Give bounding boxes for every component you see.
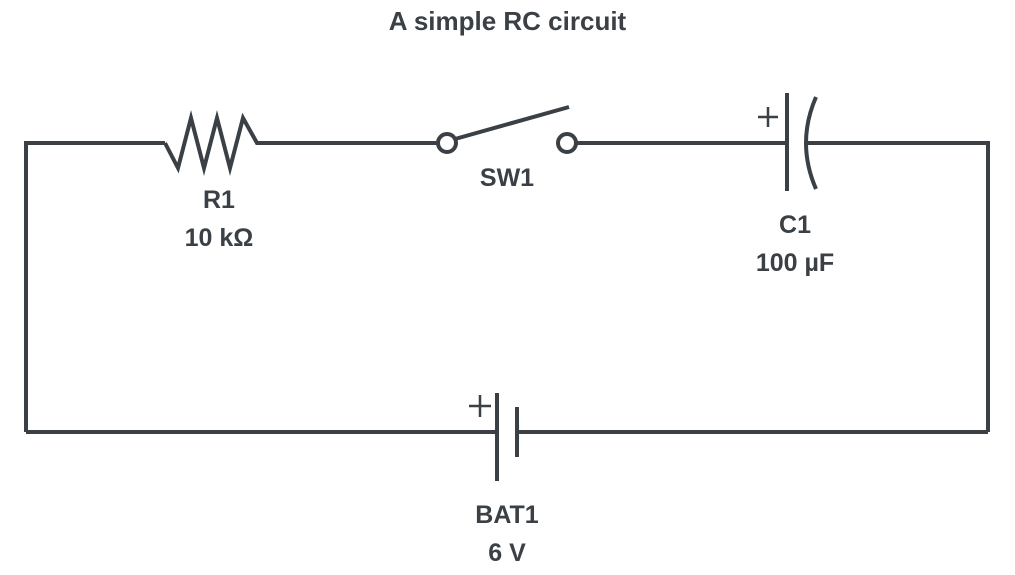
switch-terminal-right	[556, 132, 578, 154]
battery-value: 6 V	[488, 539, 526, 567]
capacitor-plate-curved	[804, 96, 818, 190]
switch-icon[interactable]	[436, 105, 578, 154]
capacitor-id: C1	[779, 211, 811, 239]
battery-id: BAT1	[475, 501, 539, 529]
resistor-icon	[163, 110, 271, 176]
battery-plus-icon	[469, 395, 491, 417]
switch-terminal-left	[436, 132, 458, 154]
polarized-capacitor-icon	[758, 93, 818, 191]
capacitor-label: C1 100 µF	[756, 213, 834, 276]
capacitor-value: 100 µF	[755, 249, 835, 277]
switch-blade	[454, 105, 570, 141]
wire-left-top	[24, 141, 165, 432]
switch-id: SW1	[479, 164, 535, 192]
resistor-label: R1 10 kΩ	[185, 188, 254, 251]
diagram-title: A simple RC circuit	[388, 6, 627, 36]
resistor-value: 10 kΩ	[184, 224, 254, 252]
capacitor-plus-icon	[758, 107, 778, 127]
battery-label: BAT1 6 V	[475, 503, 538, 566]
wire-capacitor-right	[806, 141, 990, 432]
switch-label: SW1	[480, 166, 534, 191]
resistor-id: R1	[203, 186, 235, 214]
wires	[24, 141, 990, 434]
battery-icon	[469, 393, 519, 481]
